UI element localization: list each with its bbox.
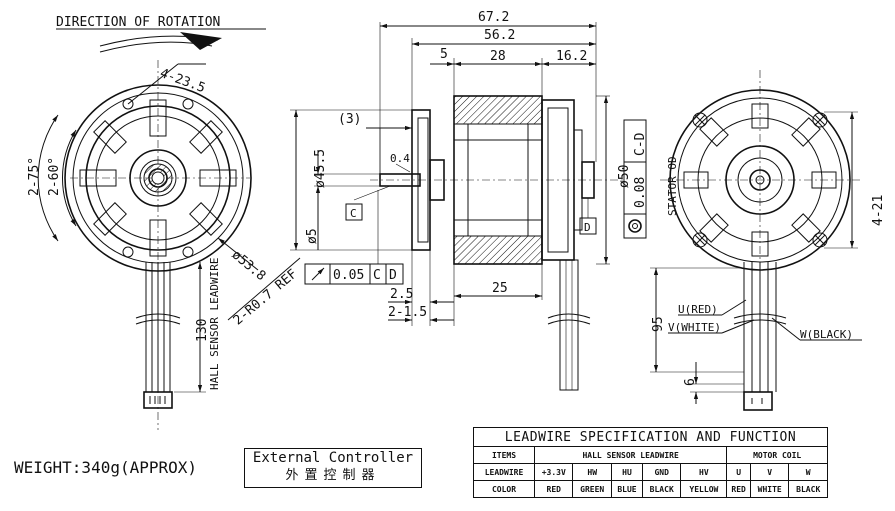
leadwire-table: LEADWIRE SPECIFICATION AND FUNCTION ITEM… [473,427,828,498]
runout-icon [311,267,325,281]
table-cell: YELLOW [680,480,728,498]
lead-w-label: W(BLACK) [800,328,853,341]
front-view: 2-75° 2-60° 4-23.5 ø53.8 2-R0.7 REF [27,60,300,430]
table-cell: +3.3V [533,463,574,481]
datum-d-label: D [584,221,591,234]
table-cell: V [749,463,790,481]
leadwire-table-title: LEADWIRE SPECIFICATION AND FUNCTION [473,427,828,447]
paren-3-label: (3) [338,112,361,127]
table-cell: U [726,463,751,481]
external-controller-zh: 外置控制器 [285,468,381,483]
motor-header: MOTOR COIL [726,446,828,464]
length-56-label: 56.2 [484,28,515,43]
table-cell: W [788,463,828,481]
length-16-label: 16.2 [556,49,587,64]
side-view: 67.2 56.2 5 28 16.2 (3) 0.4 ø45.5 ø5 C [290,10,679,391]
rear-holes-label: 4-21 [871,195,886,226]
table-cell: RED [533,480,574,498]
angle-75-label: 2-75° [27,157,42,196]
dia-45-label: ø45.5 [313,149,328,188]
items-header: ITEMS [473,446,535,464]
angle-60-label: 2-60° [47,157,62,196]
table-cell: BLUE [610,480,643,498]
lead-v-label: V(WHITE) [668,321,721,334]
len-215-label: 2-1.5 [388,305,427,320]
datum-c-label: C [350,207,357,220]
len-25-label: 25 [492,281,508,296]
runout-ref-c-label: C [373,268,381,283]
runout-ref-d-label: D [389,268,397,283]
dia-5-label: ø5 [305,228,320,244]
conc-tol-label: 0.08 [633,177,648,208]
table-cell: GREEN [572,480,612,498]
table-cell: BLACK [641,480,682,498]
dim-6-label: 6 [683,378,698,386]
len-25b-label: 2.5 [390,287,413,302]
rear-view: 4-21 95 6 U(RED) V(WHITE) W(BLACK) [650,70,886,411]
length-67-label: 67.2 [478,10,509,25]
rotation-title: DIRECTION OF ROTATION [56,15,220,30]
stator-od-label: STATOR OD [666,156,679,216]
leadwire-row-label: LEADWIRE [473,463,535,481]
table-cell: GND [641,463,682,481]
rotation-arrow-icon [180,32,222,50]
length-5-label: 5 [440,47,448,62]
conc-ref-label: C-D [633,132,648,156]
front-holes-label: 4-23.5 [158,66,207,96]
table-cell: BLACK [788,480,828,498]
concentricity-icon [628,219,642,233]
color-row-label: COLOR [473,480,535,498]
hall-sensor-wire-label: HALL SENSOR LEADWIRE [208,258,221,390]
table-cell: HW [572,463,612,481]
table-cell: RED [726,480,751,498]
wire-length-label: 130 [195,319,210,342]
runout-tol-label: 0.05 [333,268,364,283]
external-controller-en: External Controller [252,450,414,466]
length-28-label: 28 [490,49,506,64]
front-dia-label: ø53.8 [229,247,269,284]
table-cell: HV [680,463,728,481]
lead-u-label: U(RED) [678,303,718,316]
external-controller-box: External Controller 外置控制器 [244,448,422,488]
hall-header: HALL SENSOR LEADWIRE [533,446,728,464]
table-cell: HU [610,463,643,481]
val-04-label: 0.4 [390,152,410,165]
dim-95-label: 95 [651,316,666,332]
table-cell: WHITE [749,480,790,498]
weight-label: WEIGHT:340g(APPROX) [14,458,198,477]
rotation-indicator: DIRECTION OF ROTATION [56,15,266,53]
